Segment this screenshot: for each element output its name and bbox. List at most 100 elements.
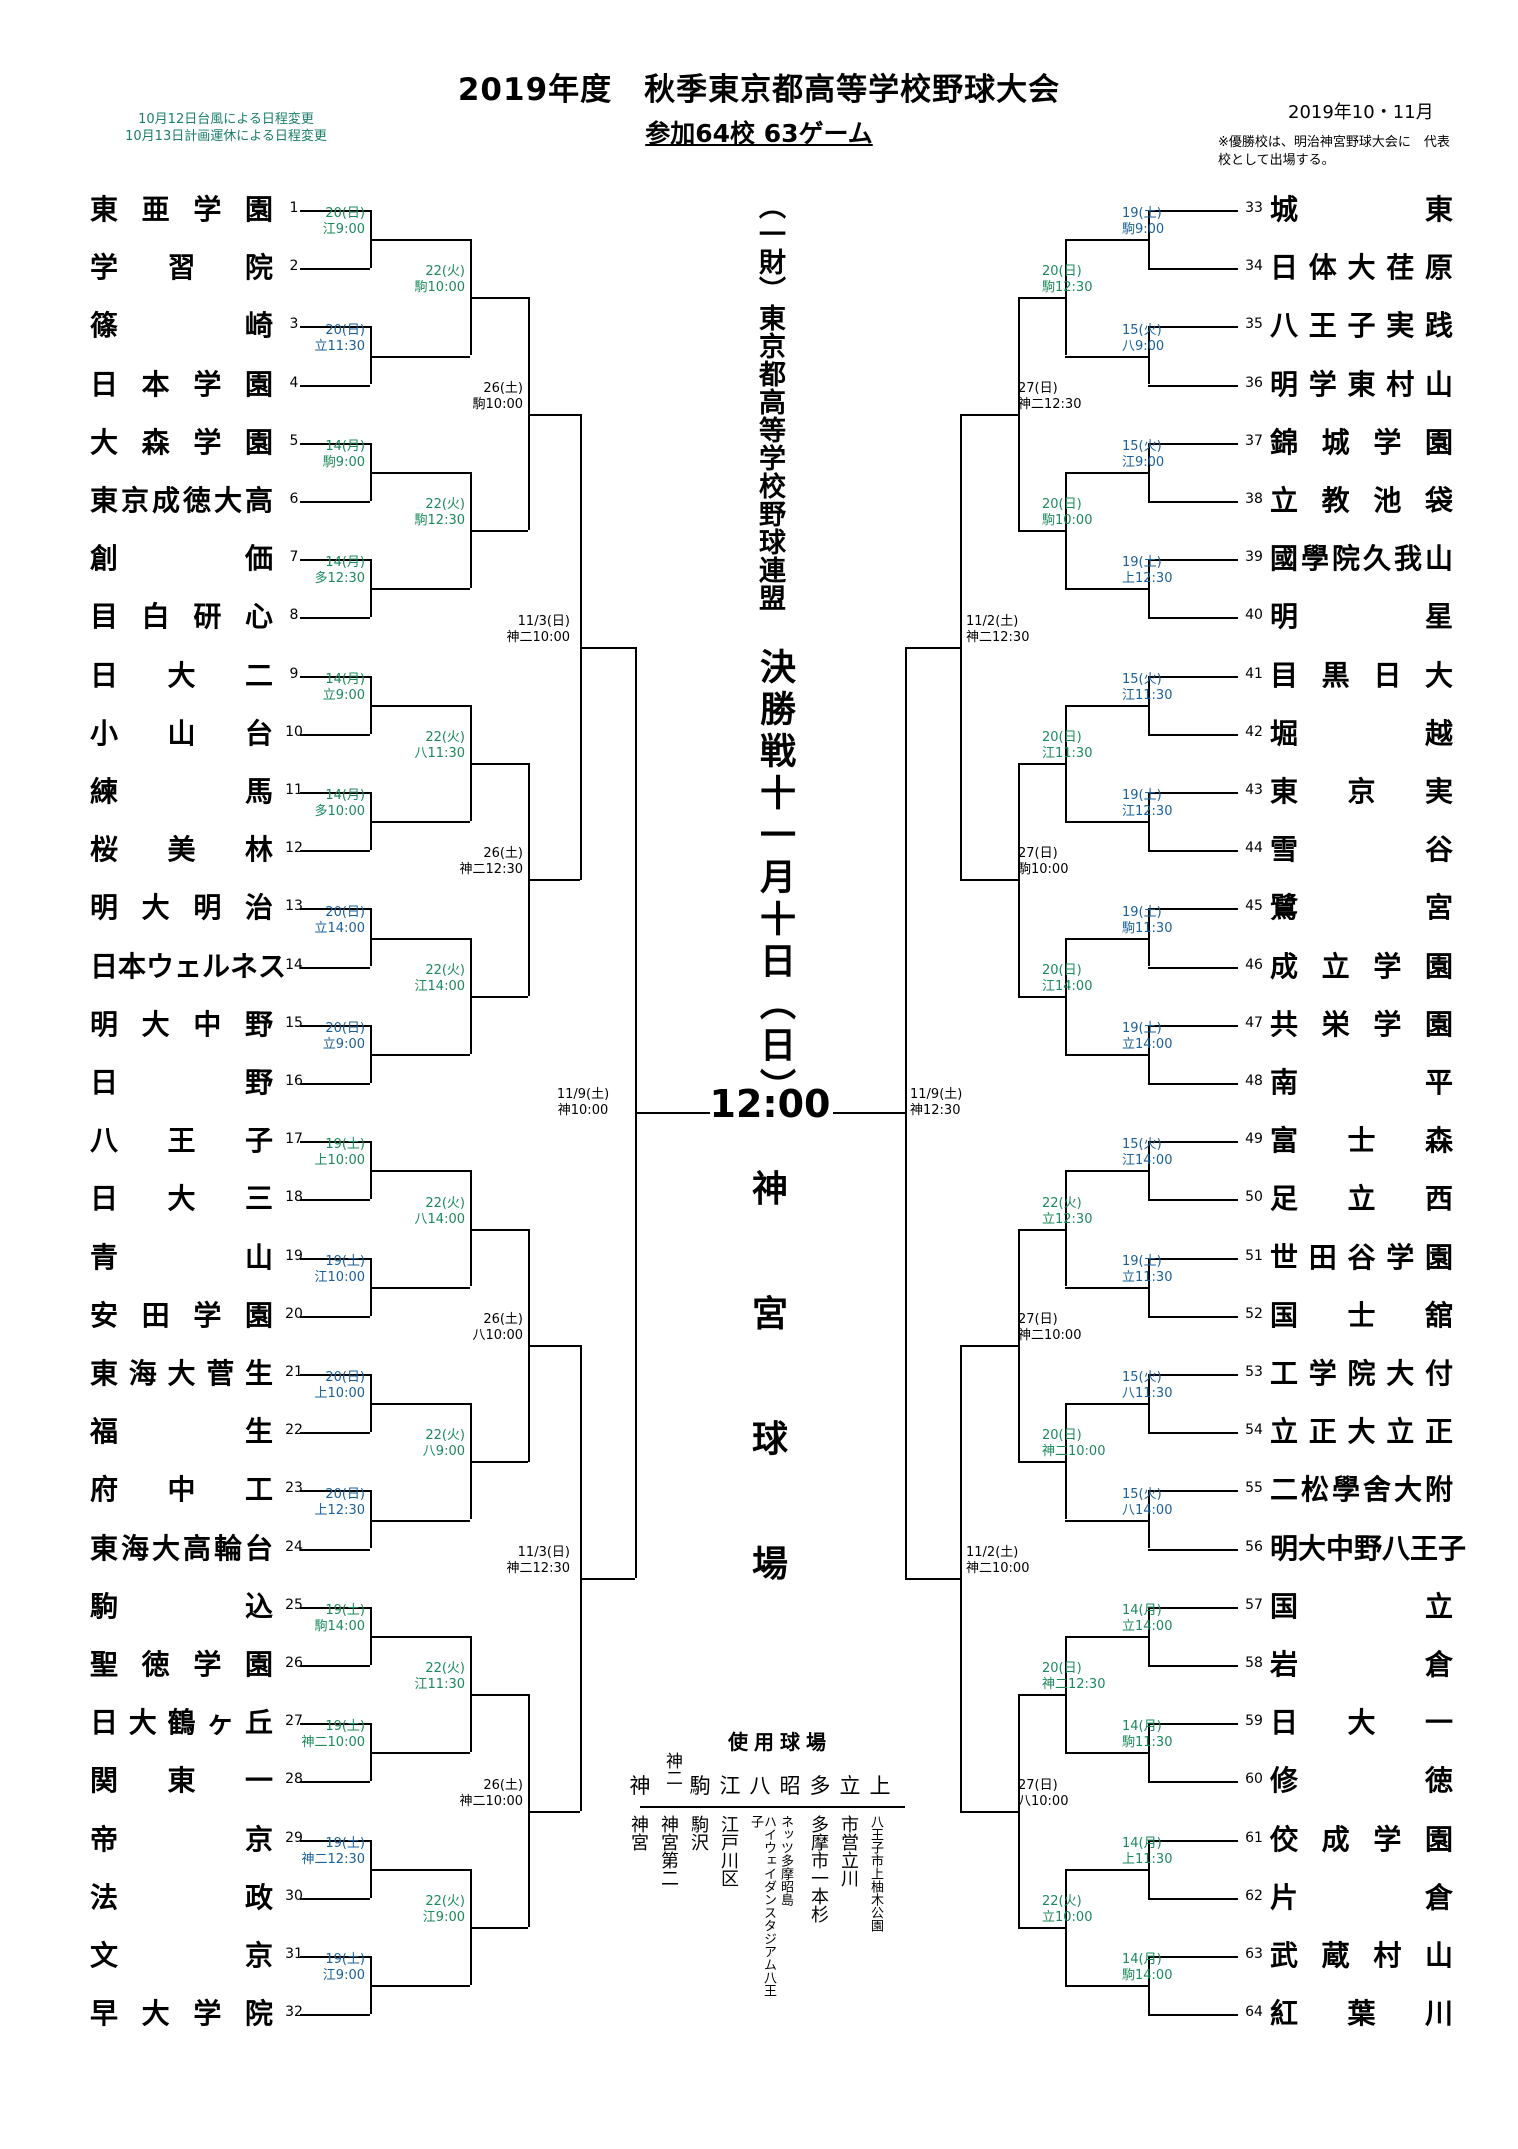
team-name-right: 明大中野八王子	[1270, 1532, 1467, 1565]
match-venue-time: 江9:00	[322, 222, 365, 237]
bracket-line	[1148, 967, 1238, 969]
match-info-r1: 15(火)八9:00	[1122, 323, 1192, 355]
team-name-left: 小山台	[90, 717, 273, 750]
match-date: 11/3(日)	[517, 614, 570, 629]
bracket-line	[1148, 1199, 1238, 1201]
match-date: 26(土)	[483, 1312, 523, 1327]
match-date: 20(日)	[325, 1370, 365, 1385]
match-venue-time: 神二10:00	[301, 1735, 365, 1750]
bracket-line	[300, 1258, 370, 1260]
bracket-line	[300, 676, 370, 678]
bracket-line	[1018, 1229, 1065, 1231]
seed-number-left: 7	[289, 549, 299, 565]
bracket-line	[528, 879, 580, 881]
match-info-r2: 22(火)八9:00	[395, 1428, 465, 1460]
match-info-r1: 19(土)神二10:00	[295, 1719, 365, 1751]
match-venue-time: 神二12:30	[1042, 1677, 1106, 1692]
bracket-line	[1018, 1229, 1020, 1462]
team-name-right: 雪 谷	[1270, 833, 1453, 866]
bracket-line	[300, 1840, 370, 1842]
bracket-line	[370, 356, 470, 358]
bracket-line	[960, 1345, 1018, 1347]
match-info-r1: 19(土)上10:00	[295, 1137, 365, 1169]
bracket-line	[1148, 1432, 1238, 1434]
seed-number-right: 48	[1245, 1073, 1263, 1089]
match-venue-time: 神12:30	[910, 1103, 961, 1118]
bracket-line	[300, 908, 370, 910]
bracket-line	[1065, 1869, 1067, 1985]
match-venue-time: 江10:00	[314, 1270, 365, 1285]
bracket-line	[300, 850, 370, 852]
bracket-line	[370, 1752, 470, 1754]
match-venue-time: 多10:00	[314, 804, 365, 819]
team-name-right: 八王子実践	[1270, 309, 1453, 342]
match-info-r1: 19(土)立14:00	[1122, 1021, 1192, 1053]
bracket-line	[470, 530, 528, 532]
team-name-right: 鷺 宮	[1270, 891, 1453, 924]
match-info-r2: 20(日)駒12:30	[1042, 264, 1112, 296]
match-venue-time: 江11:30	[1042, 746, 1093, 761]
team-name-left: 明大中野	[90, 1008, 273, 1041]
bracket-line	[300, 1549, 370, 1551]
seed-number-left: 32	[285, 2004, 303, 2020]
team-name-right: 二松學舍大附	[1270, 1473, 1453, 1506]
bracket-line	[1148, 501, 1238, 503]
seed-number-right: 38	[1245, 491, 1263, 507]
bracket-line	[1148, 1607, 1238, 1609]
bracket-line	[528, 297, 530, 530]
match-venue-time: 神二12:30	[459, 862, 523, 877]
match-date: 14(月)	[325, 555, 365, 570]
bracket-line	[300, 734, 370, 736]
bracket-line	[833, 1112, 905, 1114]
bracket-line	[1148, 326, 1238, 328]
bracket-line	[1148, 443, 1238, 445]
seed-number-right: 58	[1245, 1655, 1263, 1671]
bracket-line	[470, 1229, 528, 1231]
match-info-r1: 14(月)上11:30	[1122, 1836, 1192, 1868]
team-name-left: 日 野	[90, 1066, 273, 1099]
bracket-line	[1148, 1956, 1238, 1958]
team-name-left: 東海大高輪台	[90, 1532, 273, 1565]
match-venue-time: 駒11:30	[1122, 1735, 1173, 1750]
match-info-r1: 20(日)江9:00	[295, 206, 365, 238]
bracket-line	[300, 1199, 370, 1201]
bracket-line	[300, 1083, 370, 1085]
match-venue-time: 八14:00	[1122, 1503, 1173, 1518]
team-name-left: 駒 込	[90, 1590, 273, 1623]
seed-number-left: 14	[285, 957, 303, 973]
bracket-line	[1148, 326, 1150, 384]
match-info-r3: 27(日)八10:00	[1018, 1778, 1088, 1810]
team-name-left: 府中工	[90, 1473, 273, 1506]
seed-number-right: 43	[1245, 782, 1263, 798]
bracket-line	[1065, 1170, 1067, 1286]
match-venue-time: 八10:00	[1018, 1794, 1069, 1809]
match-info-r2: 22(火)八11:30	[395, 730, 465, 762]
bracket-line	[1065, 1636, 1067, 1752]
match-date: 15(火)	[1122, 323, 1162, 338]
match-info-r2: 20(日)駒10:00	[1042, 497, 1112, 529]
bracket-line	[1018, 297, 1020, 530]
team-name-right: 紅葉川	[1270, 1997, 1453, 2030]
bracket-line	[370, 1869, 470, 1871]
bracket-line	[1018, 1927, 1065, 1929]
match-date: 19(土)	[1122, 555, 1162, 570]
match-info-r2: 22(火)江14:00	[395, 963, 465, 995]
match-venue-time: 神二12:30	[1018, 397, 1082, 412]
match-date: 20(日)	[1042, 1428, 1082, 1443]
match-info-r1: 20(日)立14:00	[295, 905, 365, 937]
bracket-line	[1148, 1956, 1150, 2014]
schedule-change-notice-typhoon: 10月12日台風による日程変更	[138, 112, 314, 127]
match-info-r1: 19(土)上12:30	[1122, 555, 1192, 587]
match-date: 19(土)	[1122, 1021, 1162, 1036]
match-date: 22(火)	[425, 1894, 465, 1909]
match-info-semifinal: 11/9(土)神10:00	[548, 1087, 618, 1119]
match-venue-time: 多12:30	[314, 571, 365, 586]
team-name-left: 関東一	[90, 1764, 273, 1797]
match-info-r1: 20(日)上10:00	[295, 1370, 365, 1402]
match-date: 20(日)	[1042, 1661, 1082, 1676]
bracket-line	[635, 1112, 710, 1114]
bracket-line	[300, 1141, 370, 1143]
team-name-right: 国士舘	[1270, 1299, 1453, 1332]
bracket-line	[370, 239, 470, 241]
seed-number-right: 52	[1245, 1306, 1263, 1322]
